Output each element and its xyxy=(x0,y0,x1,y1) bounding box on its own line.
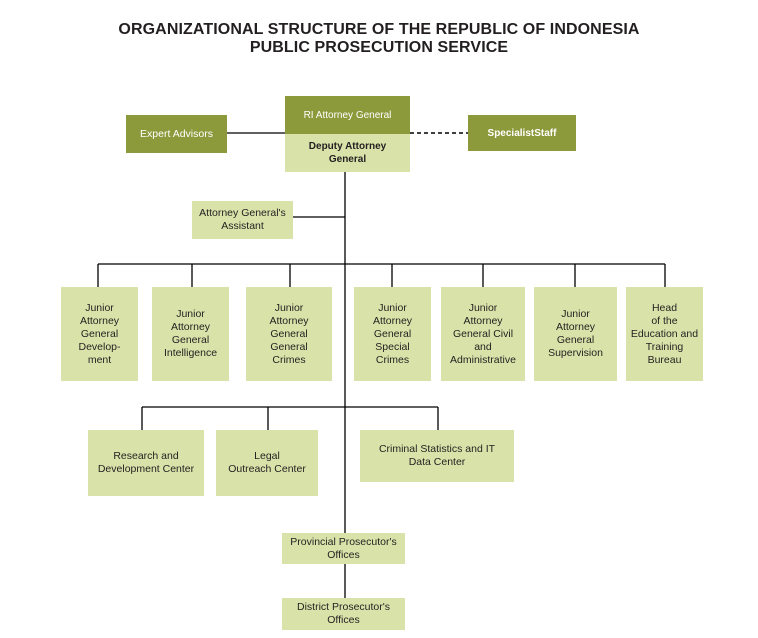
diagram-title-line-1: ORGANIZATIONAL STRUCTURE OF THE REPUBLIC… xyxy=(118,21,640,38)
legal-outreach-center-box: Legal Outreach Center xyxy=(216,430,318,496)
expert-advisors-box: Expert Advisors xyxy=(126,115,227,153)
provincial-prosecutor-offices-box: Provincial Prosecutor's Offices xyxy=(282,533,405,564)
deputy-attorney-general-box: Deputy Attorney General xyxy=(285,134,410,172)
specialist-staff-box: SpecialistStaff xyxy=(468,115,576,151)
junior-ag-intelligence-box: Junior Attorney General Intelligence xyxy=(152,287,229,381)
junior-ag-general-crimes-box: Junior Attorney General General Crimes xyxy=(246,287,332,381)
junior-ag-supervision-box: Junior Attorney General Supervision xyxy=(534,287,617,381)
junior-ag-development-box: Junior Attorney General Develop- ment xyxy=(61,287,138,381)
attorney-general-box: RI Attorney General xyxy=(285,96,410,134)
attorney-general-assistant-box: Attorney General's Assistant xyxy=(192,201,293,239)
criminal-statistics-it-center-box: Criminal Statistics and IT Data Center xyxy=(360,430,514,482)
junior-ag-civil-administrative-box: Junior Attorney General Civil and Admini… xyxy=(441,287,525,381)
district-prosecutor-offices-box: District Prosecutor's Offices xyxy=(282,598,405,630)
junior-ag-special-crimes-box: Junior Attorney General Special Crimes xyxy=(354,287,431,381)
diagram-title-line-2: PUBLIC PROSECUTION SERVICE xyxy=(249,39,509,56)
education-training-bureau-box: Head of the Education and Training Burea… xyxy=(626,287,703,381)
research-development-center-box: Research and Development Center xyxy=(88,430,204,496)
